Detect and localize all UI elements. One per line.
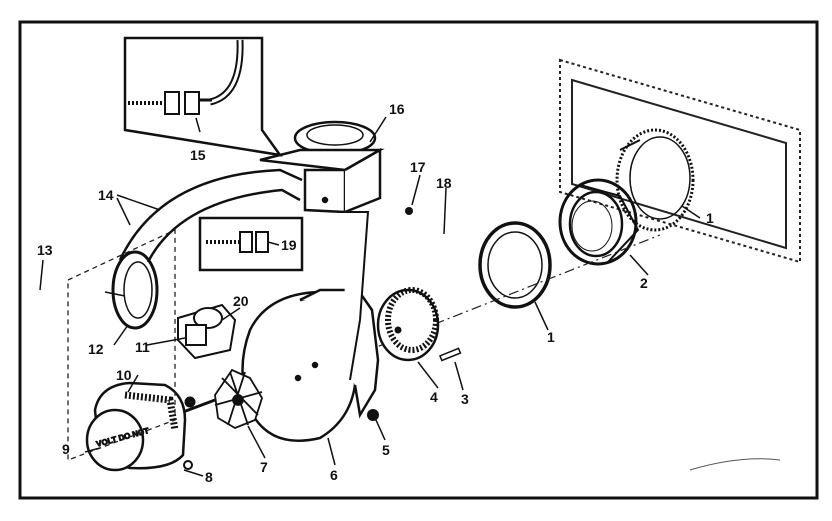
collector-box (259, 120, 385, 381)
callout-1-flange: 1 (706, 210, 714, 226)
exhaust-tube (118, 168, 303, 263)
leader-lines (39, 116, 701, 477)
inset-detail-15 (123, 36, 283, 157)
callout-9: 9 (62, 441, 70, 457)
grommet (367, 409, 379, 421)
impeller (214, 368, 263, 429)
callout-6: 6 (330, 467, 338, 483)
callout-labels: 1 1 2 3 4 5 6 7 8 9 10 11 12 13 14 15 16… (37, 101, 714, 485)
vent-collar (558, 178, 640, 266)
callout-8: 8 (205, 469, 213, 485)
callout-5: 5 (382, 442, 390, 458)
callout-16: 16 (389, 101, 405, 117)
exhaust-outlet (104, 250, 159, 330)
callout-12: 12 (88, 341, 104, 357)
callout-3: 3 (461, 391, 469, 407)
assembly-centerline (229, 234, 661, 406)
callout-7: 7 (260, 459, 268, 475)
callout-17: 17 (410, 159, 426, 175)
callout-2: 2 (640, 275, 648, 291)
callout-13: 13 (37, 242, 53, 258)
diagram-frame (18, 20, 819, 500)
outlet-dashed-outline (67, 228, 176, 461)
pin (439, 347, 462, 362)
callout-18: 18 (436, 175, 452, 191)
wall-mounting-plate (559, 58, 801, 264)
callout-1-gasket: 1 (547, 329, 555, 345)
stray-mark (689, 458, 781, 471)
screw (405, 207, 413, 215)
callout-10: 10 (116, 367, 132, 383)
callout-20: 20 (233, 293, 249, 309)
blower-wheel (376, 287, 440, 362)
callout-15: 15 (190, 147, 206, 163)
callout-14: 14 (98, 187, 114, 203)
callout-4: 4 (430, 389, 438, 405)
pressure-switch (177, 303, 237, 360)
inset-detail-19 (198, 216, 304, 272)
gasket-ring (478, 221, 552, 309)
motor: VOLT DO NOT (85, 381, 196, 472)
callout-11: 11 (135, 339, 150, 355)
callout-19: 19 (281, 237, 297, 253)
wall-flange-ring (615, 128, 695, 232)
